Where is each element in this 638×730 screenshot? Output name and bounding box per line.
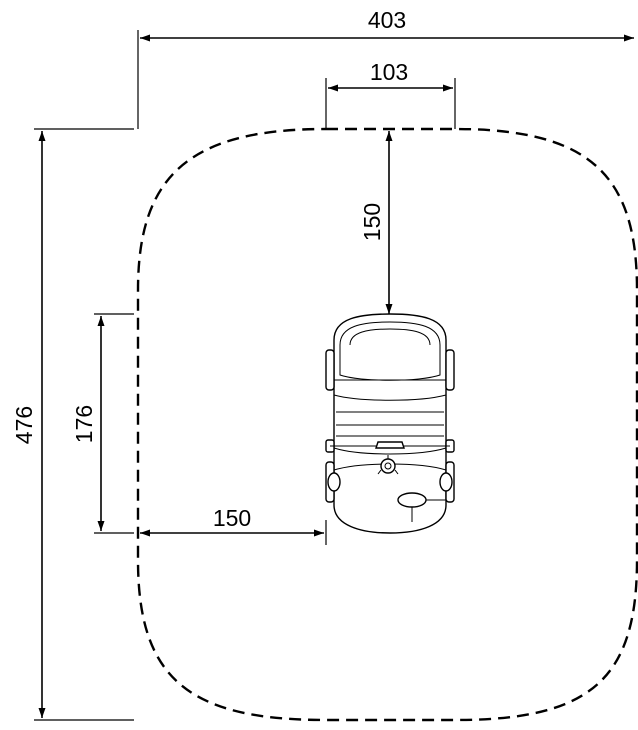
right-rail <box>445 349 455 391</box>
dimension-label-overall-width: 403 <box>368 7 406 33</box>
handle-grip <box>375 441 405 449</box>
dimension-overall-depth: 476 <box>11 128 134 721</box>
dimension-label-side-clearance: 150 <box>213 505 251 531</box>
safety-zone-outline <box>136 127 638 722</box>
footrest-curve <box>333 447 447 455</box>
dimension-label-overall-depth: 476 <box>11 406 37 444</box>
spring-hub-icon <box>377 455 399 475</box>
dimension-overall-width: 403 <box>137 7 634 129</box>
dimension-label-front-clearance: 150 <box>359 203 385 241</box>
left-knob <box>327 472 341 492</box>
seat-curve <box>333 394 447 401</box>
right-knob <box>439 472 453 492</box>
dimension-side-clearance: 150 <box>140 505 327 545</box>
dimension-label-equipment-depth: 176 <box>71 405 97 443</box>
equipment-body <box>333 313 447 534</box>
dimension-equipment-depth: 176 <box>71 313 134 534</box>
equipment-top-view <box>325 313 455 534</box>
dimension-top-gap: 103 <box>325 59 456 129</box>
left-rail <box>325 349 335 391</box>
backrest-inner-curve <box>349 328 431 346</box>
seat-disk <box>397 492 427 508</box>
dimension-front-clearance: 150 <box>359 131 393 314</box>
dimension-label-top-gap: 103 <box>370 59 408 85</box>
